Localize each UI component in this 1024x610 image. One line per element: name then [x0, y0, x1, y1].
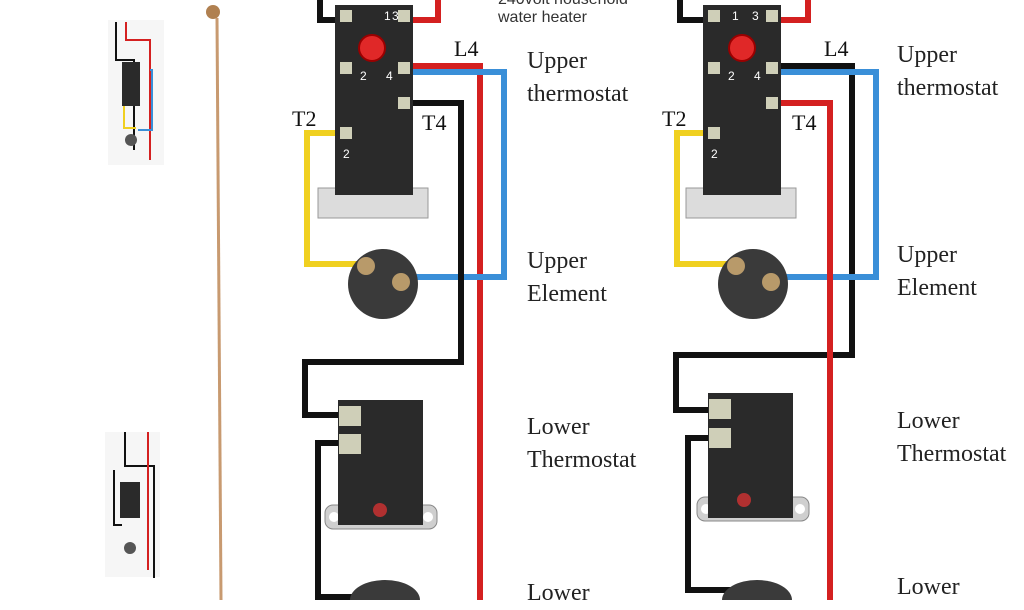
panel-2: 1 3 2 4 2: [673, 0, 879, 600]
label-line: Thermostat: [527, 447, 637, 473]
label-line: thermostat: [527, 81, 629, 107]
terminal-t4-2: T4: [792, 110, 817, 135]
line-1-black-wire-2: [677, 0, 703, 23]
label-line: Upper: [527, 48, 587, 74]
thumbnail-lower: [105, 432, 160, 578]
label-line: Element: [527, 281, 607, 307]
terminal-l4-2: L4: [824, 36, 849, 61]
label-upper-thermostat-2: Upper thermostat: [897, 39, 998, 105]
label-line: thermostat: [897, 75, 999, 101]
thermo-pin-2a-2: 2: [728, 69, 735, 83]
caption-line-2: water heater: [498, 9, 587, 26]
thermo-pin-2a: 2: [360, 69, 367, 83]
label-lower-element: Lower: [527, 577, 590, 610]
label-line: Element: [897, 275, 977, 301]
panel-1: 1 3 2 4 2: [302, 0, 507, 600]
label-line: Upper: [897, 242, 957, 268]
thumbnail-upper: [108, 20, 164, 165]
heater-caption: 240volt household water heater: [498, 0, 628, 26]
label-line: Lower: [527, 414, 590, 440]
lower-element: [350, 580, 420, 600]
terminal-t2: T2: [292, 106, 317, 131]
upper-thermostat: 1 3 2 4 2: [317, 5, 429, 219]
black-wire-2: [673, 63, 855, 413]
label-upper-element: Upper Element: [527, 245, 607, 311]
lower-thermostat-2: [696, 393, 810, 522]
label-lower-element-2: Lower: [897, 571, 960, 604]
label-line: Lower: [527, 580, 590, 606]
label-line: Upper: [897, 42, 957, 68]
yellow-wire-2: [674, 130, 738, 267]
lower-black-wire: [315, 440, 370, 600]
anode-rod: [206, 5, 223, 600]
line-2-red-wire-2: [778, 0, 811, 23]
thermo-pin-1-2: 1: [732, 9, 739, 23]
thermo-pin-1: 1: [384, 9, 391, 23]
thermo-pin-3: 3: [392, 9, 399, 23]
line-2-red-wire: [408, 0, 441, 23]
yellow-wire: [304, 130, 368, 267]
caption-line-1: 240volt household: [498, 0, 628, 8]
label-line: Lower: [897, 574, 960, 600]
upper-element-2: [718, 249, 788, 319]
thermo-pin-3-2: 3: [752, 9, 759, 23]
blue-wire: [408, 69, 507, 280]
thermo-pin-4: 4: [386, 69, 393, 83]
red-wire-2: [778, 100, 833, 600]
label-lower-thermostat: Lower Thermostat: [527, 411, 636, 477]
label-line: Lower: [897, 408, 960, 434]
upper-element: [348, 249, 418, 319]
label-lower-thermostat-2: Lower Thermostat: [897, 405, 1006, 471]
lower-black-wire-2: [685, 435, 740, 593]
thermo-pin-2b: 2: [343, 147, 350, 161]
red-wire: [408, 63, 483, 600]
upper-thermostat-2: 1 3 2 4 2: [685, 5, 797, 219]
black-wire: [302, 100, 464, 418]
label-upper-element-2: Upper Element: [897, 239, 977, 305]
thermo-pin-2b-2: 2: [711, 147, 718, 161]
label-line: Upper: [527, 248, 587, 274]
lower-thermostat: [324, 400, 438, 530]
thermo-pin-4-2: 4: [754, 69, 761, 83]
lower-element-2: [722, 580, 792, 600]
terminal-t4: T4: [422, 110, 447, 135]
label-line: Thermostat: [897, 441, 1007, 467]
label-upper-thermostat: Upper thermostat: [527, 45, 628, 111]
terminal-l4: L4: [454, 36, 479, 61]
terminal-t2-2: T2: [662, 106, 687, 131]
